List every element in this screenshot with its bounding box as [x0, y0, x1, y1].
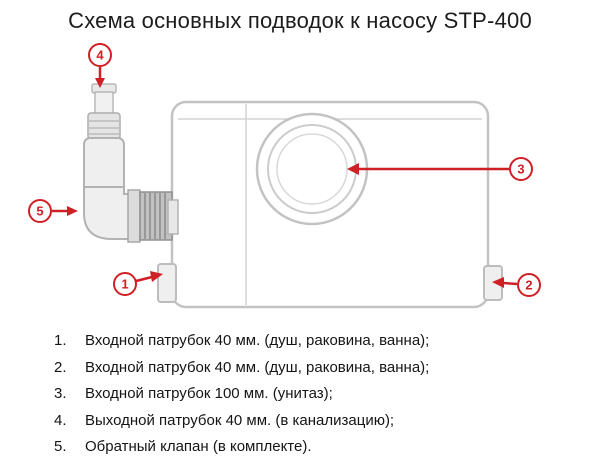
outlet-check-valve-assembly	[83, 83, 179, 243]
legend-item-text: Обратный клапан (в комплекте).	[85, 438, 312, 455]
legend-item-number: 3.	[54, 385, 67, 402]
legend-item-5: 5. Обратный клапан (в комплекте).	[54, 434, 574, 461]
legend: 1. Входной патрубок 40 мм. (душ, раковин…	[54, 328, 574, 461]
callout-3: 3	[347, 157, 533, 181]
legend-item-2: 2. Входной патрубок 40 мм. (душ, раковин…	[54, 355, 574, 382]
legend-item-number: 5.	[54, 438, 67, 455]
callout-5-number: 5	[36, 204, 43, 219]
callout-1-number: 1	[121, 277, 128, 292]
callout-3-number: 3	[517, 162, 524, 177]
pump-diagram: 4 5 1 2	[0, 42, 600, 322]
legend-item-text: Входной патрубок 100 мм. (унитаз);	[85, 385, 333, 402]
legend-item-text: Выходной патрубок 40 мм. (в канализацию)…	[85, 411, 395, 429]
legend-item-number: 1.	[54, 332, 67, 349]
legend-item-text: Входной патрубок 40 мм. (душ, раковина, …	[85, 358, 430, 376]
legend-item-4: 4. Выходной патрубок 40 мм. (в канализац…	[54, 408, 574, 435]
legend-item-3: 3. Входной патрубок 100 мм. (унитаз);	[54, 381, 574, 408]
legend-item-text: Входной патрубок 40 мм. (душ, раковина, …	[85, 332, 430, 349]
legend-item-number: 4.	[54, 411, 67, 429]
callout-2-number: 2	[525, 278, 532, 293]
legend-item-1: 1. Входной патрубок 40 мм. (душ, раковин…	[54, 328, 574, 355]
callout-4-number: 4	[96, 48, 104, 63]
callout-2: 2	[492, 273, 541, 297]
legend-item-number: 2.	[54, 358, 67, 376]
inlet-left	[157, 263, 177, 303]
pump-diagram-svg: 4 5 1 2	[28, 43, 541, 309]
callout-4: 4	[88, 43, 112, 88]
callout-5: 5	[28, 199, 78, 223]
callout-1: 1	[113, 271, 163, 296]
page-title: Схема основных подводок к насосу STP-400	[68, 8, 532, 33]
